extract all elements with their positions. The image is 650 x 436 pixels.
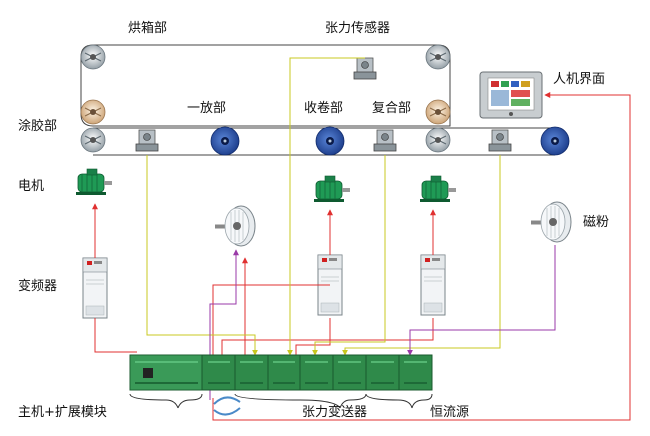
group-brackets <box>129 393 433 409</box>
label-motor: 电机 <box>18 179 44 194</box>
label-rewind: 收卷部 <box>304 100 343 116</box>
magnetic-powder-brake-icon <box>214 205 256 247</box>
red-links <box>92 92 631 421</box>
magnetic-powder-brake-icon <box>530 201 572 243</box>
purple-links <box>209 245 556 400</box>
loop-arrow-icon <box>213 396 241 416</box>
oven-roller-top-right <box>425 44 451 70</box>
yellow-links <box>146 57 501 356</box>
unwind-roll <box>210 126 240 156</box>
label-laminating: 复合部 <box>372 101 411 116</box>
motor-icon <box>75 168 113 196</box>
coating-roller-upper <box>80 99 106 125</box>
label-coating: 涂胶部 <box>18 118 57 134</box>
oven-roller-top-left <box>80 44 106 70</box>
motor-icon <box>419 175 457 203</box>
label-inverter: 变频器 <box>18 278 57 294</box>
touch-screen-icon <box>479 71 543 119</box>
label-tension-transmitter: 张力变送器 <box>302 404 367 420</box>
laminating-roller-upper <box>425 99 451 125</box>
label-oven: 烘箱部 <box>128 20 167 36</box>
label-plc: 主机+扩展模块 <box>18 405 107 420</box>
tension-sensor-icon <box>373 129 397 152</box>
tension-sensor-icon <box>353 57 377 80</box>
inverter-cabinet-icon <box>82 257 108 319</box>
plc-module-icon <box>129 354 433 391</box>
laminating-roller-lower <box>425 127 451 153</box>
label-unwind: 一放部 <box>187 101 226 116</box>
label-hmi: 人机界面 <box>553 72 605 87</box>
label-tension-sensor: 张力传感器 <box>325 20 390 36</box>
motor-icon <box>313 175 351 203</box>
tension-sensor-icon <box>135 129 159 152</box>
coating-roller-lower <box>80 127 106 153</box>
rewind-roll <box>315 126 345 156</box>
label-magnetic-powder: 磁粉 <box>583 215 609 230</box>
inverter-cabinet-icon <box>420 254 446 316</box>
second-unwind-roll <box>540 126 570 156</box>
tension-sensor-icon <box>488 129 512 152</box>
label-constant-current: 恒流源 <box>430 405 469 420</box>
